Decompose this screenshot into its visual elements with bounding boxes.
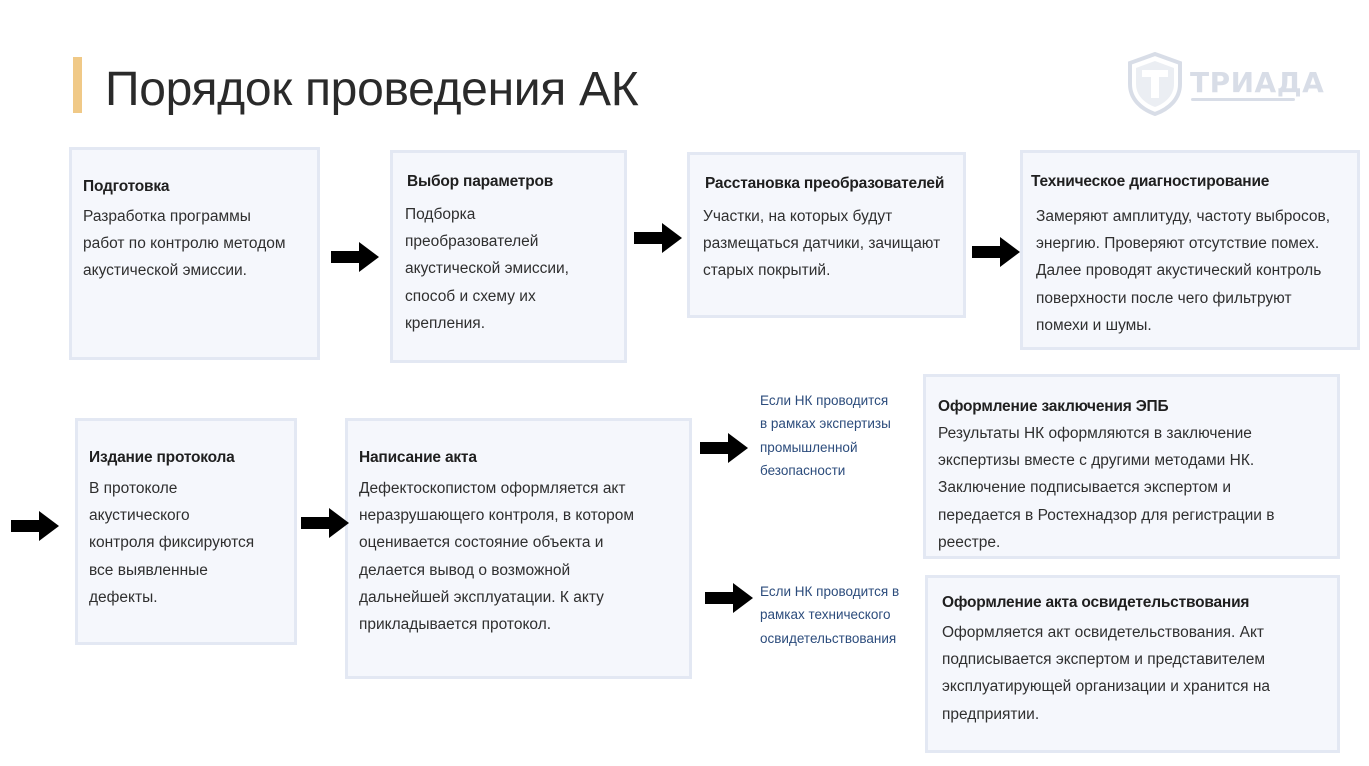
card-epb-conclusion: Оформление заключения ЭПБ Результаты НК …	[923, 374, 1340, 559]
arrow-right-icon	[700, 433, 748, 463]
page-title: Порядок проведения АК	[105, 63, 639, 116]
card-act-writing: Написание акта Дефектоскопистом оформляе…	[345, 418, 692, 679]
card-text: Результаты НК оформляются в заключение э…	[938, 425, 1275, 551]
card-title: Издание протокола	[89, 449, 235, 466]
card-text: Подборка преобразователей акустической э…	[405, 206, 569, 332]
card-text: Участки, на которых будут размещаться да…	[703, 208, 941, 280]
arrow-right-icon	[972, 237, 1020, 267]
card-title: Оформление акта освидетельствования	[942, 594, 1250, 611]
card-technical-diagnostics: Техническое диагностирование Замеряют ам…	[1020, 150, 1360, 350]
card-title: Подготовка	[83, 178, 170, 195]
arrow-right-icon	[301, 508, 349, 538]
title-accent-bar	[73, 57, 82, 113]
card-title: Расстановка преобразователей	[705, 175, 945, 192]
card-title: Техническое диагностирование	[1031, 173, 1270, 190]
company-logo: ТРИАДА	[1126, 52, 1324, 122]
card-text: Разработка программы работ по контролю м…	[83, 208, 286, 280]
logo-underline	[1191, 98, 1295, 101]
card-text: В протоколе акустического контроля фикси…	[89, 480, 255, 606]
card-protocol-issue: Издание протокола В протоколе акустическ…	[75, 418, 297, 645]
card-title: Выбор параметров	[407, 173, 554, 190]
arrow-right-icon	[705, 583, 753, 613]
arrow-right-icon	[634, 223, 682, 253]
branch-note-inspection: Если НК проводится в рамках технического…	[760, 584, 900, 646]
shield-t-logo-icon	[1128, 52, 1182, 116]
card-title: Написание акта	[359, 449, 477, 466]
card-sensor-placement: Расстановка преобразователей Участки, на…	[687, 152, 966, 318]
logo-wordmark: ТРИАДА	[1190, 66, 1325, 99]
arrow-right-icon	[11, 511, 59, 541]
card-parameter-selection: Выбор параметров Подборка преобразовател…	[390, 150, 627, 363]
card-text: Замеряют амплитуду, частоту выбросов, эн…	[1036, 208, 1331, 334]
card-text: Оформляется акт освидетельствования. Акт…	[942, 624, 1270, 723]
card-title: Оформление заключения ЭПБ	[938, 398, 1169, 415]
card-inspection-act: Оформление акта освидетельствования Офор…	[925, 575, 1340, 753]
arrow-right-icon	[331, 242, 379, 272]
card-preparation: Подготовка Разработка программы работ по…	[69, 147, 320, 360]
card-text: Дефектоскопистом оформляется акт неразру…	[359, 480, 635, 634]
branch-note-expertise: Если НК проводится в рамках экспертизы п…	[760, 393, 891, 478]
